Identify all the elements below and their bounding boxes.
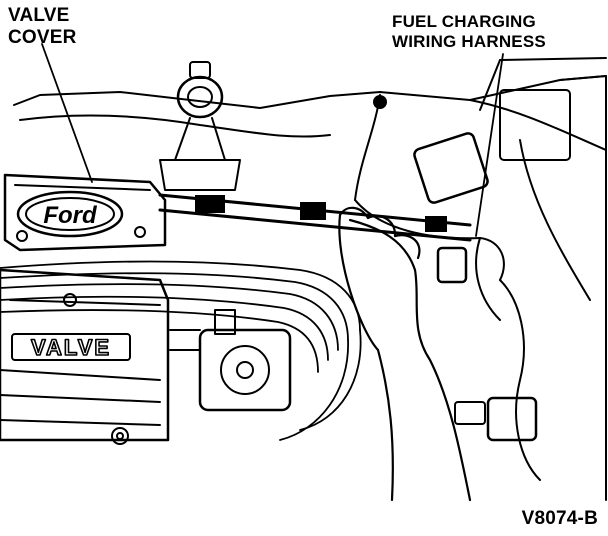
valve-cover-upper: Ford xyxy=(3,173,167,252)
fuel-charging-harness xyxy=(354,94,541,481)
fuel-harness-callout-line-2: WIRING HARNESS xyxy=(392,32,546,51)
connector-3 xyxy=(425,216,447,232)
valve-cover-stamp: VALVE xyxy=(31,335,111,360)
ford-emblem xyxy=(16,190,124,238)
engine-compartment xyxy=(13,57,607,151)
connector-2 xyxy=(300,202,326,220)
valve-cover-lower: VALVE xyxy=(0,268,170,445)
callout-leaders xyxy=(41,43,504,237)
valve-cover-callout-line-1: VALVE xyxy=(8,5,70,26)
connector-1 xyxy=(195,195,225,213)
harness-leader xyxy=(475,53,504,237)
egr-valve xyxy=(159,61,241,191)
fuel-rail xyxy=(158,193,472,242)
ford-emblem-text: Ford xyxy=(43,202,98,229)
fuel-harness-callout-line-1: FUEL CHARGING xyxy=(392,12,536,31)
alternator xyxy=(169,309,292,412)
valve-cover-callout: VALVE COVER xyxy=(8,6,77,50)
figure-id: V8074-B xyxy=(521,508,598,529)
valve-cover-leader xyxy=(41,43,93,183)
valve-cover-callout-line-2: COVER xyxy=(8,27,77,48)
technician-hand xyxy=(338,206,472,502)
throttle-body xyxy=(413,75,607,501)
fuel-harness-callout: FUEL CHARGING WIRING HARNESS xyxy=(392,13,546,53)
